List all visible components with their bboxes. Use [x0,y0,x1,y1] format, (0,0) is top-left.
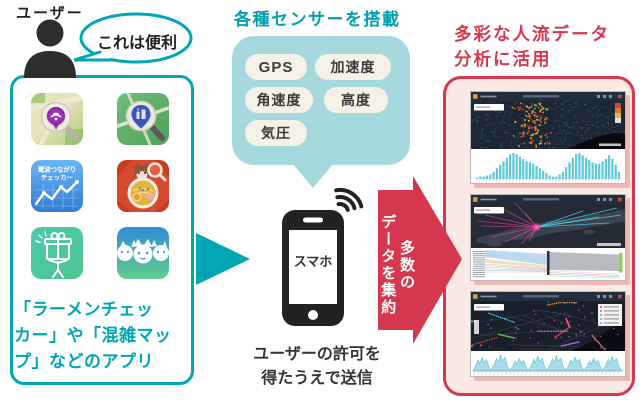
sensor-pill-angular-velocity: 角速度 [245,87,313,113]
signal-checker-app-icon: 電波つながり チェッカー [31,160,83,212]
aggregate-arrow-label: 多数の データを集約 [377,196,415,334]
wifi-spot-map-app-icon [31,93,83,145]
spot-search-map-app-icon [117,93,169,145]
crowd-map-app-icon [117,227,169,279]
signal-checker-label-1: 電波つながり [38,165,76,174]
aggregate-arrow-icon [378,176,462,344]
aggregate-arrow-label-line-2: データを集約 [379,214,397,316]
apps-caption-line-3: プ」などのアプリ [14,351,154,371]
screenshot-heatmap-dashboard [470,91,626,184]
sensors-bubble-tail [292,163,334,188]
apps-caption-line-1: 「ラーメンチェッ [14,300,154,319]
sensor-pill-gps: GPS [245,54,307,80]
wifi-signal-icon [334,187,364,212]
gift-campaign-app-icon [31,227,83,279]
sensor-pill-pressure: 気圧 [245,120,307,146]
ramen-checker-app-icon [117,160,169,212]
signal-checker-label-2: チェッカー [41,174,73,182]
user-icon [24,19,76,78]
analytics-title-line-2: 分析に活用 [454,48,552,69]
user-label: ユーザー [16,5,84,22]
aggregate-arrow-label-line-1: 多数の [398,239,415,291]
sensors-title: 各種センサーを搭載 [234,10,401,29]
sensor-pill-acceleration: 加速度 [315,54,391,80]
screenshot-road-network-dashboard [470,291,626,377]
smartphone-label: スマホ [293,254,333,269]
apps-caption-line-2: カー」や「混雑マッ [14,325,172,345]
speech-bubble [73,12,193,64]
analytics-title-line-1: 多彩な人流データ [454,24,610,44]
send-caption-line-2: 得たうえで送信 [261,370,373,387]
send-caption-line-1: ユーザーの許可を [253,346,381,363]
smartphone-icon [282,187,364,326]
sensor-pill-altitude: 高度 [324,87,388,113]
screenshot-od-flow-dashboard [470,194,626,281]
flow-arrow-left-icon [196,233,250,285]
apps-caption: 「ラーメンチェッ カー」や「混雑マッ プ」などのアプリ [14,297,190,374]
analytics-title: 多彩な人流データ 分析に活用 [454,22,610,72]
send-caption: ユーザーの許可を 得たうえで送信 [232,343,402,391]
speech-bubble-text: これは便利 [96,35,177,52]
